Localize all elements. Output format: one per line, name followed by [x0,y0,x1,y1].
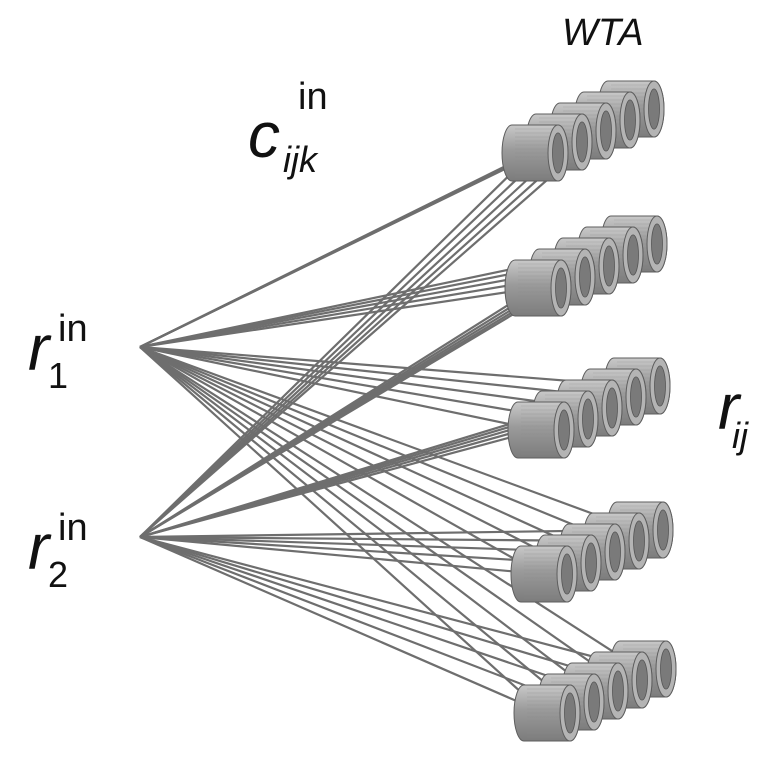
connection-line [139,141,557,538]
connection-line [139,345,539,432]
wta-unit-cylinder [510,545,578,603]
connection-line [139,535,590,554]
connection-line [139,346,542,575]
wta-units [501,80,677,742]
connection-line [139,346,593,692]
input-1-subscript: 1 [48,355,69,396]
connection-line [139,345,635,388]
wta-unit-cylinder [504,259,572,317]
connection-line [139,346,569,703]
connection-line [139,119,605,538]
connection-line [139,535,545,715]
connection-line [139,528,638,539]
connection-line [139,535,566,565]
connection-line [139,535,542,576]
wta-label: WTA [562,12,644,54]
connection-weight-symbol: c [248,99,280,171]
connection-line [139,345,563,421]
connection-line [139,286,536,349]
connection-line [139,345,587,410]
wta-unit-cylinder [513,684,581,742]
connection-line [139,535,614,543]
input-2-subscript: 2 [48,554,69,595]
connection-line [139,345,590,554]
connection-line [139,346,641,670]
connection-line [139,345,614,543]
input-2-superscript: in [58,507,88,549]
connection-line [139,535,617,682]
input-1-superscript: in [58,308,88,350]
wta-unit-cylinder [501,124,569,182]
connection-weight-subscript: ijk [283,139,317,180]
connection-line [139,345,638,532]
connection-weight-superscript: in [298,76,328,118]
connection-line [139,130,581,538]
connection-line [139,152,533,538]
connection-line [139,346,545,714]
input-2-symbol: r [28,511,50,583]
connection-line [139,346,566,564]
wta-unit-cylinder [507,401,575,459]
connection-line [139,535,569,704]
output-subscript: ij [732,415,748,456]
connection-line [139,535,593,693]
connection-line [139,346,617,681]
input-1-symbol: r [28,312,50,384]
output-symbol: r [718,371,740,443]
connection-line [139,345,611,399]
connection-line [139,535,641,671]
